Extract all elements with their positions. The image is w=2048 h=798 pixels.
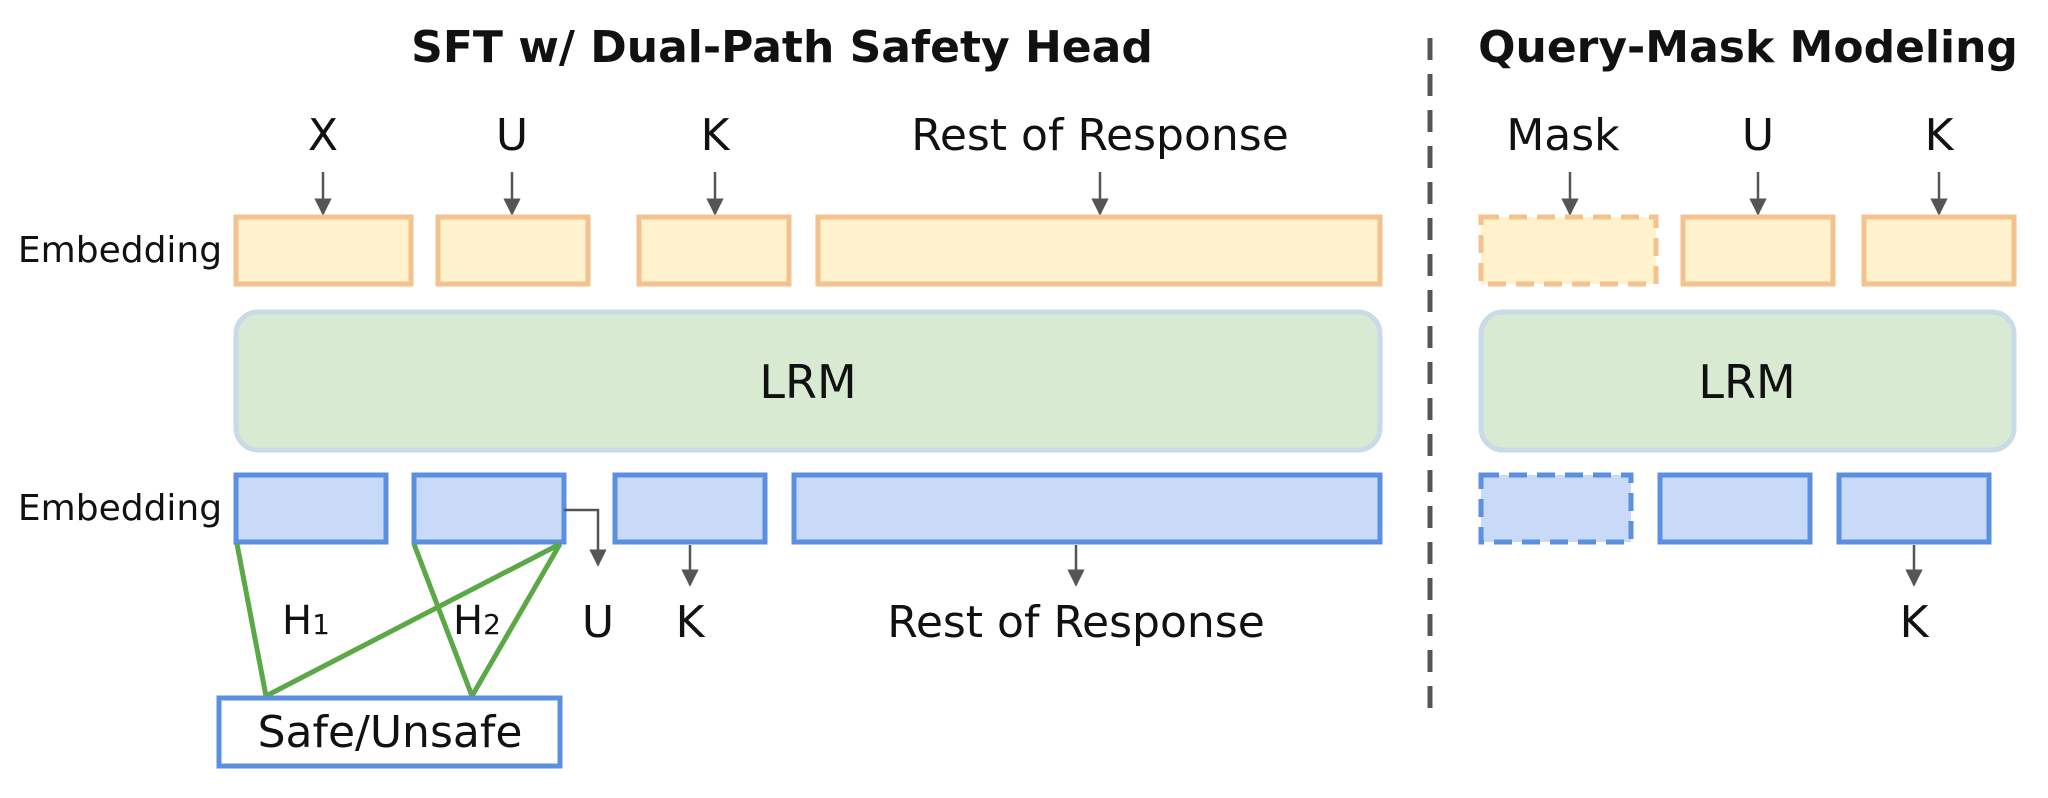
left-output-embedding-label: Embedding — [18, 488, 222, 529]
right-lrm-block — [1478, 309, 2017, 453]
output-embedding-3 — [612, 472, 768, 545]
input-embedding-u — [435, 214, 591, 287]
left-output-token-rest: Rest of Response — [887, 597, 1265, 648]
output-embedding-2 — [411, 472, 567, 545]
right-input-token-mask: Mask — [1506, 110, 1620, 161]
output-embedding-4 — [791, 472, 1383, 545]
right-output-token-k: K — [1900, 597, 1930, 648]
left-input-embedding-label: Embedding — [18, 230, 222, 271]
input-embedding-k — [636, 214, 792, 287]
safe-unsafe-classifier-box — [216, 695, 563, 769]
right-input-token-k: K — [1925, 110, 1955, 161]
right-input-embedding-u — [1680, 214, 1836, 287]
left-input-token-x: X — [308, 110, 338, 161]
right-panel-title: Query-Mask Modeling — [1478, 22, 2018, 73]
head-2-right-edge — [469, 542, 563, 698]
head-2-label: H2 — [453, 598, 501, 644]
head-1-right-edge — [264, 541, 562, 699]
output-embedding-1 — [233, 472, 389, 545]
input-embedding-x — [233, 214, 414, 287]
head-2-left-edge — [411, 543, 475, 697]
left-input-token-rest: Rest of Response — [911, 110, 1289, 161]
head-1-label: H1 — [282, 598, 330, 644]
right-output-embedding-mask — [1478, 472, 1634, 545]
right-input-embedding-mask — [1478, 214, 1659, 287]
right-output-embedding-u — [1657, 472, 1813, 545]
safe-unsafe-label: Safe/Unsafe — [258, 707, 523, 758]
right-lrm-label: LRM — [1698, 355, 1795, 409]
head-1-left-edge — [234, 543, 269, 697]
right-input-token-u: U — [1742, 110, 1774, 161]
input-embedding-rest — [815, 214, 1383, 287]
left-lrm-block — [233, 309, 1383, 453]
arrow-output-u — [564, 508, 607, 567]
right-input-embedding-k — [1861, 214, 2017, 287]
left-panel-title: SFT w/ Dual-Path Safety Head — [411, 22, 1153, 73]
left-input-token-k: K — [701, 110, 731, 161]
left-output-token-u: U — [582, 597, 614, 648]
left-output-token-k: K — [676, 597, 706, 648]
left-input-token-u: U — [496, 110, 528, 161]
right-output-embedding-k — [1836, 472, 1992, 545]
left-lrm-label: LRM — [759, 355, 856, 409]
